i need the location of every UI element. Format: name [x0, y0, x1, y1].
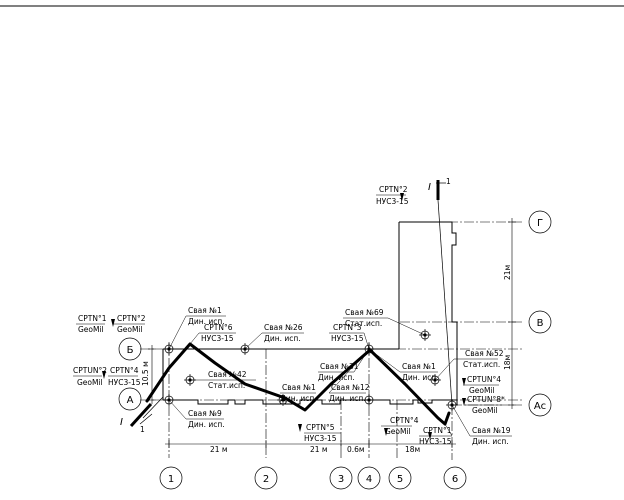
dim-21m-mid: 21 м [310, 445, 328, 454]
axis-num-5: 5 [397, 474, 403, 485]
axis-letter-V: В [537, 318, 544, 329]
label-nus5: НУС3-15 [304, 434, 337, 443]
label-din9: Дин. исп. [188, 420, 225, 429]
small-arrows [102, 193, 466, 440]
axis-num-6: 6 [452, 474, 458, 485]
pile-marker [277, 394, 289, 406]
dim-10.5m: 10.5 м [141, 361, 150, 386]
axis-letter-G: Г [537, 218, 543, 229]
label-geomil4: GeoMil [469, 386, 495, 395]
label-cptn6: CPTN°6 [204, 323, 233, 332]
label-nus1-right: НУС3-15 [419, 437, 452, 446]
label-geomil2: GeoMil [117, 325, 143, 334]
label-pile26: Свая №26 [264, 323, 303, 332]
section-num-bottom: 1 [140, 425, 145, 434]
annotations: CPTN°1 GeoMil CPTN°2 GeoMil CPTUN°2 GeoM… [73, 185, 511, 446]
label-pile1-b: Свая №1 [282, 383, 316, 392]
axis-letter-Ac: Ас [534, 401, 546, 412]
dim-21m-bottom: 21 м [210, 445, 228, 454]
dim-0.6m: 0.6м [347, 445, 365, 454]
label-pile42: Свая №42 [208, 370, 247, 379]
label-cptun4: CPTUN°4 [467, 375, 501, 384]
leader-lines [73, 194, 512, 437]
axis-num-2: 2 [263, 474, 269, 485]
axis-num-3: 3 [338, 474, 344, 485]
label-stat42: Стат.исп. [208, 381, 245, 390]
label-stat69: Стат.исп. [345, 319, 382, 328]
label-geomil8: GeoMil [472, 406, 498, 415]
label-nus3: НУС3-15 [331, 334, 364, 343]
label-cptn2-top: CPTN°2 [379, 185, 408, 194]
dim-18m-right: 18м [503, 355, 512, 370]
label-cptn1-right: CPTN°1 [423, 426, 452, 435]
label-pile12: Свая №12 [331, 383, 370, 392]
label-din1-c: Дин. исп. [402, 373, 439, 382]
pile-marker [446, 399, 458, 411]
label-din26: Дин. исп. [264, 334, 301, 343]
dim-18m-bottom: 18м [405, 445, 420, 454]
label-pile19: Свая №19 [472, 426, 511, 435]
label-nus-left: НУС3-15 [108, 378, 141, 387]
label-geomil5: GeoMil [385, 427, 411, 436]
axis-num-1: 1 [168, 474, 174, 485]
label-cptn2-left: CPTN°2 [117, 314, 146, 323]
label-pile52: Свая №52 [465, 349, 504, 358]
label-din12: Дин. исп. [329, 394, 366, 403]
label-cptn3: CPTN°3 [333, 323, 362, 332]
number-axis-markers: 1 2 3 4 5 6 [159, 466, 467, 490]
axis-num-4: 4 [366, 474, 372, 485]
letter-axis-markers: Г В Б А Ас [118, 210, 552, 417]
label-nus-top: НУС3-15 [376, 197, 409, 206]
label-pile31: Свая №31 [320, 362, 359, 371]
section-mark-bottom: I [120, 417, 123, 428]
label-cptn1: CPTN°1 [78, 314, 107, 323]
label-din19: Дин. исп. [472, 437, 509, 446]
label-cptn4-right: CPTN°4 [390, 416, 419, 425]
label-pile69: Свая №69 [345, 308, 384, 317]
label-stat52: Стат.исп. [463, 360, 500, 369]
label-geomil1: GeoMil [78, 325, 104, 334]
label-din1-a: Дин. исп. [188, 317, 225, 326]
label-cptun8: CPTUN°8* [467, 395, 505, 404]
axis-letter-A: А [127, 395, 134, 406]
label-pile9: Свая №9 [188, 409, 222, 418]
label-pile1-c: Свая №1 [402, 362, 436, 371]
label-din1-b: Дин. исп. [280, 394, 317, 403]
pile-marker [363, 394, 375, 406]
dimension-labels: 21 м 21 м 0.6м 18м 10.5 м 18м 21м [141, 265, 512, 454]
section-num-top: 1 [446, 177, 451, 186]
label-din31: Дин. исп. [318, 373, 355, 382]
label-nus6: НУС3-15 [201, 334, 234, 343]
label-geomil3: GeoMil [77, 378, 103, 387]
label-pile1-a: Свая №1 [188, 306, 222, 315]
axis-letter-B: Б [127, 345, 134, 356]
label-cptn4-left: CPTN°4 [110, 366, 139, 375]
section-line-I: I 1 I 1 [120, 177, 453, 434]
label-cptun2: CPTUN°2 [73, 366, 107, 375]
section-mark-top: I [428, 182, 431, 193]
dim-21m-right: 21м [503, 265, 512, 280]
label-cptn5: CPTN°5 [306, 423, 335, 432]
